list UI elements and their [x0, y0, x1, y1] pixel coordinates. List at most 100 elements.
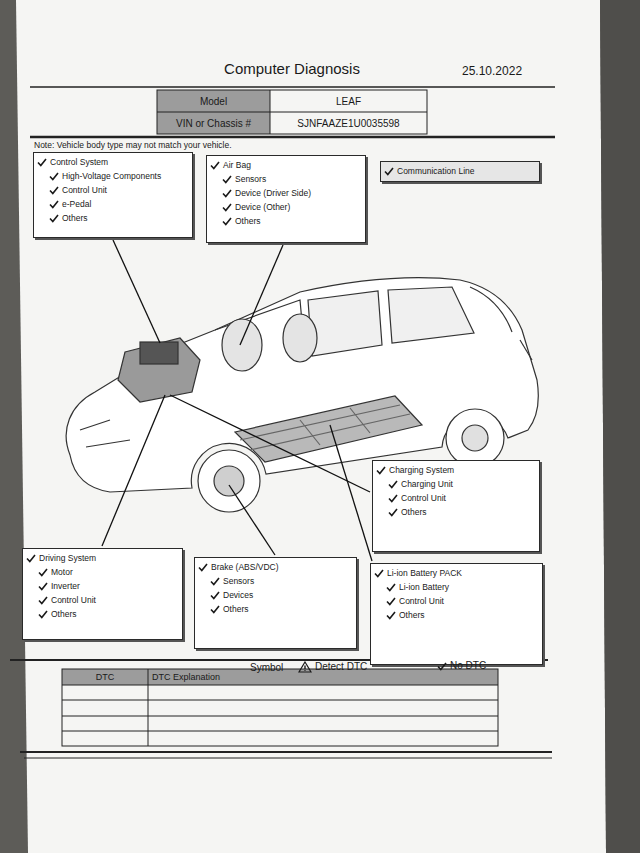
check-mark [38, 596, 48, 605]
rule-line [20, 751, 552, 753]
check-item: Control Unit [401, 493, 446, 503]
model-table [157, 90, 427, 134]
legend-item: No DTC [437, 661, 486, 671]
wheel-hub [462, 425, 488, 451]
battery-module [240, 405, 410, 450]
table-cell: LEAF [270, 90, 427, 112]
check-mark [222, 203, 232, 212]
table-line [157, 112, 427, 113]
box-heading: Charging System [389, 465, 454, 475]
legend-heading: Symbol [250, 662, 283, 673]
table-line [62, 685, 498, 686]
check-mark [376, 466, 386, 475]
check-mark [388, 480, 398, 489]
paper-sheet [16, 0, 606, 853]
check-item: Inverter [51, 581, 80, 591]
check-mark [38, 568, 48, 577]
table-line [62, 731, 498, 732]
check-stroke [50, 215, 58, 222]
check-mark [437, 662, 447, 671]
check-item: Charging Unit [401, 479, 453, 489]
page-title: Computer Diagnosis [150, 60, 434, 77]
check-mark [26, 554, 36, 563]
check-row: Driving System [26, 551, 177, 565]
check-row: Charging System [376, 463, 534, 477]
leader-line [229, 485, 275, 555]
check-row: Control Unit [49, 183, 187, 197]
check-mark [384, 167, 394, 176]
brake-disc [214, 466, 244, 496]
check-mark [210, 577, 220, 586]
check-item: Others [401, 507, 427, 517]
check-row: Others [210, 602, 351, 616]
battery-pack [235, 396, 422, 462]
check-row: Device (Driver Side) [222, 186, 360, 200]
leader-line [170, 395, 370, 492]
rule-line [24, 758, 552, 759]
check-mark [49, 200, 59, 209]
check-row: Others [38, 607, 177, 621]
check-item: Control Unit [399, 596, 444, 606]
check-stroke [39, 597, 47, 604]
check-stroke [387, 598, 395, 605]
check-row: Communication Line [384, 164, 534, 178]
check-stroke [223, 176, 231, 183]
check-item: Sensors [223, 576, 254, 586]
check-item: Li-ion Battery [399, 582, 449, 592]
check-stroke [389, 481, 397, 488]
table-cell: SJNFAAZE1U0035598 [270, 112, 427, 134]
check-mark [386, 583, 396, 592]
check-stroke [50, 187, 58, 194]
leader-line [102, 395, 165, 546]
table-header: DTC Explanation [152, 669, 220, 685]
system-box: Li-ion Battery PACK Li-ion BatteryControl… [370, 563, 543, 665]
check-stroke [211, 592, 219, 599]
check-mark [222, 189, 232, 198]
background [600, 0, 640, 853]
tail-light [520, 340, 532, 360]
check-row: Devices [210, 588, 351, 602]
system-box: Air BagSensorsDevice (Driver Side) Device… [206, 155, 366, 243]
check-mark [37, 158, 47, 167]
check-item: Others [62, 213, 88, 223]
check-stroke [389, 495, 397, 502]
leader-lines [102, 240, 372, 561]
check-row: Sensors [222, 172, 360, 186]
box-heading: Li-ion Battery PACK [387, 568, 462, 578]
check-mark [210, 605, 220, 614]
check-row: Control Unit [38, 593, 177, 607]
leader-line [330, 425, 372, 561]
check-mark [49, 186, 59, 195]
check-row: Li-ion Battery PACK [374, 566, 537, 580]
leader-line [240, 245, 283, 345]
check-stroke [223, 204, 231, 211]
check-stroke [387, 584, 395, 591]
check-stroke [211, 162, 219, 169]
check-item: Control Unit [51, 595, 96, 605]
check-row: Air Bag [210, 158, 360, 172]
check-item: Others [235, 216, 261, 226]
legend-text: Detect DTC [315, 662, 367, 672]
table-cell: Model [157, 90, 270, 112]
check-stroke [211, 578, 219, 585]
check-stroke [27, 555, 35, 562]
check-mark [49, 172, 59, 181]
check-item: Device (Other) [235, 202, 290, 212]
table-cell: VIN or Chassis # [157, 112, 270, 134]
check-row: e-Pedal [49, 197, 187, 211]
check-mark [49, 214, 59, 223]
status-box: Communication Line [380, 161, 540, 182]
check-row: Device (Other) [222, 200, 360, 214]
seat [283, 314, 317, 362]
inverter [140, 342, 178, 364]
check-mark [198, 563, 208, 572]
check-stroke [438, 663, 446, 670]
check-mark [210, 591, 220, 600]
check-item: Others [399, 610, 425, 620]
box-heading: Air Bag [223, 160, 251, 170]
system-box: Control SystemHigh-Voltage ComponentsCon… [33, 152, 193, 238]
check-mark [388, 508, 398, 517]
legend-text: No DTC [450, 661, 486, 671]
wheel [446, 409, 504, 467]
